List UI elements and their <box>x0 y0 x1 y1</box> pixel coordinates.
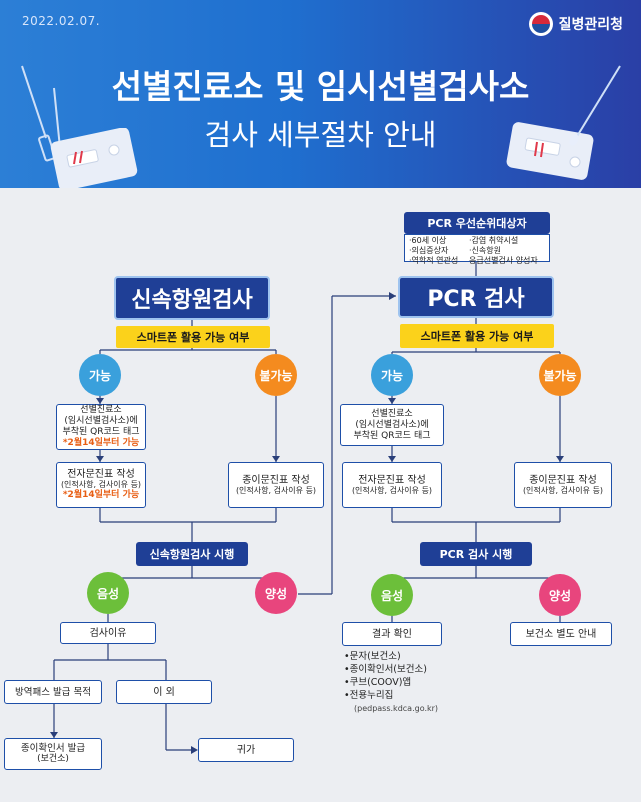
result-check-box: 결과 확인 <box>342 622 442 646</box>
right-paper-form-box: 종이문진표 작성 (인적사항, 검사이유 등) <box>514 462 612 508</box>
left-e-form-box: 전자문진표 작성 (인적사항, 검사이유 등) *2월14일부터 가능 <box>56 462 146 508</box>
left-paper-form-line1: 종이문진표 작성 <box>242 474 310 486</box>
left-qr-line2: (임시선별검사소)에 <box>64 416 138 426</box>
pcr-priority-list: ·60세 이상 ·의심증상자 ·역학적 연관성 ·감염 취약시설 ·신속항원 응… <box>404 234 550 265</box>
right-impossible-badge: 불가능 <box>539 354 581 396</box>
go-home-label: 귀가 <box>236 744 256 756</box>
agency-logo-icon <box>528 12 553 36</box>
right-paper-form-line2: (인적사항, 검사이유 등) <box>522 485 604 495</box>
test-swab-icon <box>569 65 621 146</box>
other-reason-label: 이 외 <box>153 686 175 698</box>
test-reason-box: 검사이유 <box>60 622 156 644</box>
other-reason-box: 이 외 <box>116 680 212 704</box>
right-e-form-line1: 전자문진표 작성 <box>358 474 426 486</box>
right-qr-line3: 부착된 QR코드 태그 <box>353 430 431 441</box>
left-qr-line3: 부착된 QR코드 태그 <box>62 427 140 437</box>
right-smartphone-question: 스마트폰 활용 가능 여부 <box>400 324 554 348</box>
agency-name: 질병관리청 <box>558 17 623 33</box>
left-paper-form-box: 종이문진표 작성 (인적사항, 검사이유 등) <box>228 462 324 508</box>
result-method-item: •문자(보건소) <box>344 651 401 662</box>
right-qr-tag-box: 선별진료소 (임시선별검사소)에 부착된 QR코드 태그 <box>340 404 444 446</box>
right-qr-line2: (임시선별검사소)에 <box>355 419 429 430</box>
pcr-priority-title: PCR 우선순위대상자 <box>404 212 550 234</box>
right-qr-line1: 선별진료소 <box>371 408 413 419</box>
left-e-form-line1: 전자문진표 작성 <box>67 469 135 480</box>
rapid-antigen-test-title: 신속항원검사 <box>114 276 270 320</box>
result-method-item: •전용누리집 <box>344 690 394 701</box>
paper-cert-line2: (보건소) <box>37 754 69 764</box>
page-subtitle: 검사 세부절차 안내 <box>204 118 437 152</box>
pass-purpose-label: 방역패스 발급 목적 <box>15 686 91 698</box>
priority-item: ·60세 이상 <box>409 236 447 245</box>
left-test-label: 신속항원검사 시행 <box>136 542 248 566</box>
result-methods-list: •문자(보건소) •종이확인서(보건소) •쿠브(COOV)앱 •전용누리집 (… <box>344 650 438 715</box>
result-method-item: •종이확인서(보건소) <box>344 664 427 675</box>
priority-item: ·감염 취약시설 <box>469 236 519 245</box>
go-home-box: 귀가 <box>198 738 294 762</box>
left-qr-tag-box: 선별진료소 (임시선별검사소)에 부착된 QR코드 태그 *2월14일부터 가능 <box>56 404 146 450</box>
right-possible-badge: 가능 <box>371 354 413 396</box>
left-e-form-line2: (인적사항, 검사이유 등) <box>60 480 142 489</box>
right-e-form-line2: (인적사항, 검사이유 등) <box>351 485 433 495</box>
paper-cert-line1: 종이확인서 발급 <box>20 743 86 754</box>
date-label: 2022.02.07. <box>22 14 101 28</box>
paper-cert-box: 종이확인서 발급 (보건소) <box>4 738 102 770</box>
priority-item: 응급선별검사 양성자 <box>469 256 538 265</box>
result-method-item: •쿠브(COOV)앱 <box>344 677 412 688</box>
priority-col2: ·감염 취약시설 ·신속항원 응급선별검사 양성자 <box>469 236 538 266</box>
right-paper-form-line1: 종이문진표 작성 <box>529 474 597 486</box>
header-banner: 2022.02.07. 질병관리청 <box>0 0 641 188</box>
priority-item: ·의심증상자 <box>409 246 449 255</box>
left-smartphone-question: 스마트폰 활용 가능 여부 <box>116 326 270 348</box>
left-paper-form-line2: (인적사항, 검사이유 등) <box>235 485 317 495</box>
right-negative-badge: 음성 <box>371 574 413 616</box>
left-e-form-note: *2월14일부터 가능 <box>62 490 140 500</box>
agency-logo: 질병관리청 <box>528 12 623 36</box>
test-kit-icon <box>50 128 138 188</box>
pass-purpose-box: 방역패스 발급 목적 <box>4 680 102 704</box>
health-center-notice-label: 보건소 별도 안내 <box>525 628 597 640</box>
page-title: 선별진료소 및 임시선별검사소 <box>111 67 530 106</box>
left-qr-line1: 선별진료소 <box>80 405 122 415</box>
right-e-form-box: 전자문진표 작성 (인적사항, 검사이유 등) <box>342 462 442 508</box>
result-method-url: (pedpass.kdca.go.kr) <box>354 704 439 713</box>
right-test-label: PCR 검사 시행 <box>420 542 532 566</box>
left-impossible-badge: 불가능 <box>255 354 297 396</box>
priority-col1: ·60세 이상 ·의심증상자 ·역학적 연관성 <box>409 236 458 266</box>
priority-item: ·신속항원 <box>469 246 501 255</box>
left-positive-badge: 양성 <box>255 572 297 614</box>
priority-item: ·역학적 연관성 <box>409 256 459 265</box>
health-center-notice-box: 보건소 별도 안내 <box>510 622 612 646</box>
right-positive-badge: 양성 <box>539 574 581 616</box>
test-reason-label: 검사이유 <box>89 627 127 639</box>
left-possible-badge: 가능 <box>79 354 121 396</box>
pcr-test-title: PCR 검사 <box>398 276 554 318</box>
result-check-label: 결과 확인 <box>372 628 412 640</box>
left-qr-note: *2월14일부터 가능 <box>62 438 140 448</box>
left-negative-badge: 음성 <box>87 572 129 614</box>
